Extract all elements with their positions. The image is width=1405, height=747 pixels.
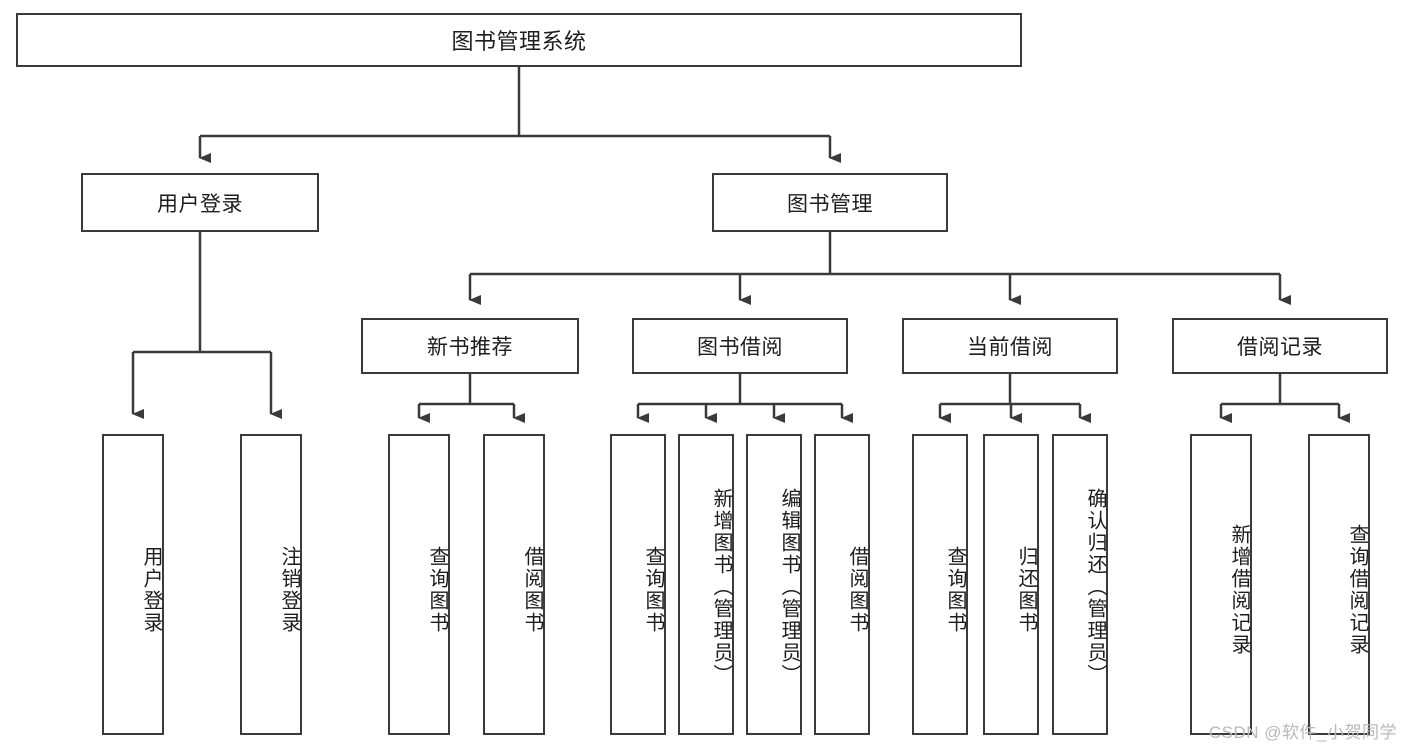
node-root-label: 图书管理系统 <box>451 29 587 54</box>
node-book-management-label: 图书管理 <box>787 192 873 216</box>
leaf-user-login[interactable]: 用户登录 <box>102 434 164 735</box>
leaf-label: 借阅图书 <box>521 545 543 634</box>
leaf-add-borrow-record[interactable]: 新增借阅记录 <box>1190 434 1252 735</box>
leaf-label: 借阅图书 <box>846 545 868 634</box>
leaf-label: 确认归还（管理员） <box>1084 487 1106 686</box>
csdn-watermark: CSDN @软件_小贺同学 <box>1208 723 1397 742</box>
leaf-query-borrow-record[interactable]: 查询借阅记录 <box>1308 434 1370 735</box>
leaf-query-book-current[interactable]: 查询图书 <box>912 434 968 735</box>
leaf-add-book-admin[interactable]: 新增图书（管理员） <box>678 434 734 735</box>
node-new-book-recommend[interactable]: 新书推荐 <box>361 318 579 374</box>
leaf-label: 用户登录 <box>140 545 162 634</box>
leaf-return-book[interactable]: 归还图书 <box>983 434 1039 735</box>
node-borrow-record[interactable]: 借阅记录 <box>1172 318 1388 374</box>
node-root[interactable]: 图书管理系统 <box>16 13 1022 67</box>
leaf-confirm-return-admin[interactable]: 确认归还（管理员） <box>1052 434 1108 735</box>
node-book-management[interactable]: 图书管理 <box>712 173 948 232</box>
leaf-label: 查询借阅记录 <box>1346 523 1368 656</box>
leaf-label: 新增图书（管理员） <box>710 487 732 686</box>
leaf-logout-login[interactable]: 注销登录 <box>240 434 302 735</box>
leaf-label: 查询图书 <box>426 545 448 634</box>
node-book-borrow[interactable]: 图书借阅 <box>632 318 848 374</box>
leaf-query-book-recommend[interactable]: 查询图书 <box>388 434 450 735</box>
leaf-label: 新增借阅记录 <box>1228 523 1250 656</box>
node-user-login-label: 用户登录 <box>157 192 243 216</box>
leaf-label: 查询图书 <box>944 545 966 634</box>
leaf-borrow-book-recommend[interactable]: 借阅图书 <box>483 434 545 735</box>
node-book-borrow-label: 图书借阅 <box>697 336 783 359</box>
node-borrow-record-label: 借阅记录 <box>1237 336 1323 359</box>
node-current-borrow[interactable]: 当前借阅 <box>902 318 1118 374</box>
node-new-book-recommend-label: 新书推荐 <box>427 336 513 359</box>
node-user-login[interactable]: 用户登录 <box>81 173 319 232</box>
leaf-borrow-book[interactable]: 借阅图书 <box>814 434 870 735</box>
leaf-query-book-borrow[interactable]: 查询图书 <box>610 434 666 735</box>
node-current-borrow-label: 当前借阅 <box>967 336 1053 359</box>
leaf-label: 查询图书 <box>642 545 664 634</box>
leaf-edit-book-admin[interactable]: 编辑图书（管理员） <box>746 434 802 735</box>
leaf-label: 编辑图书（管理员） <box>778 487 800 686</box>
leaf-label: 注销登录 <box>278 545 300 634</box>
leaf-label: 归还图书 <box>1015 545 1037 634</box>
